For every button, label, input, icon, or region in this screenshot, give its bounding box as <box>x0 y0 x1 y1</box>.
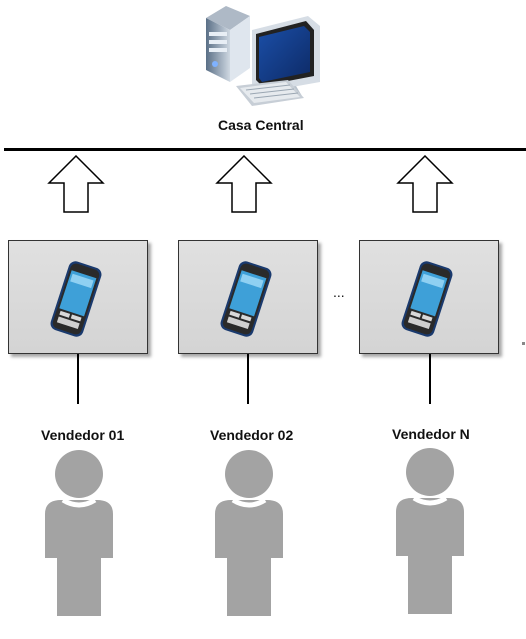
vendor-label: Vendedor 01 <box>41 427 125 443</box>
ellipsis: ... <box>333 284 345 300</box>
smartphone-icon <box>401 261 453 337</box>
smartphone-icon <box>50 261 102 337</box>
person-icon <box>45 450 113 616</box>
connection-line <box>429 354 431 404</box>
computer-icon <box>206 6 320 106</box>
arrow-up-icon <box>47 155 105 213</box>
device-panel <box>8 240 148 354</box>
device-panel <box>178 240 318 354</box>
connection-line <box>77 354 79 404</box>
person-icon <box>396 448 464 614</box>
person-icon <box>215 450 283 616</box>
network-bus-line <box>4 148 526 151</box>
device-panel <box>359 240 499 354</box>
smartphone-icon <box>220 261 272 337</box>
vendor-label: Vendedor 02 <box>210 427 294 443</box>
vendor-label: Vendedor N <box>392 426 470 442</box>
dot-mark <box>522 342 525 345</box>
connection-line <box>247 354 249 404</box>
arrow-up-icon <box>215 155 273 213</box>
central-label: Casa Central <box>218 117 304 133</box>
arrow-up-icon <box>396 155 454 213</box>
